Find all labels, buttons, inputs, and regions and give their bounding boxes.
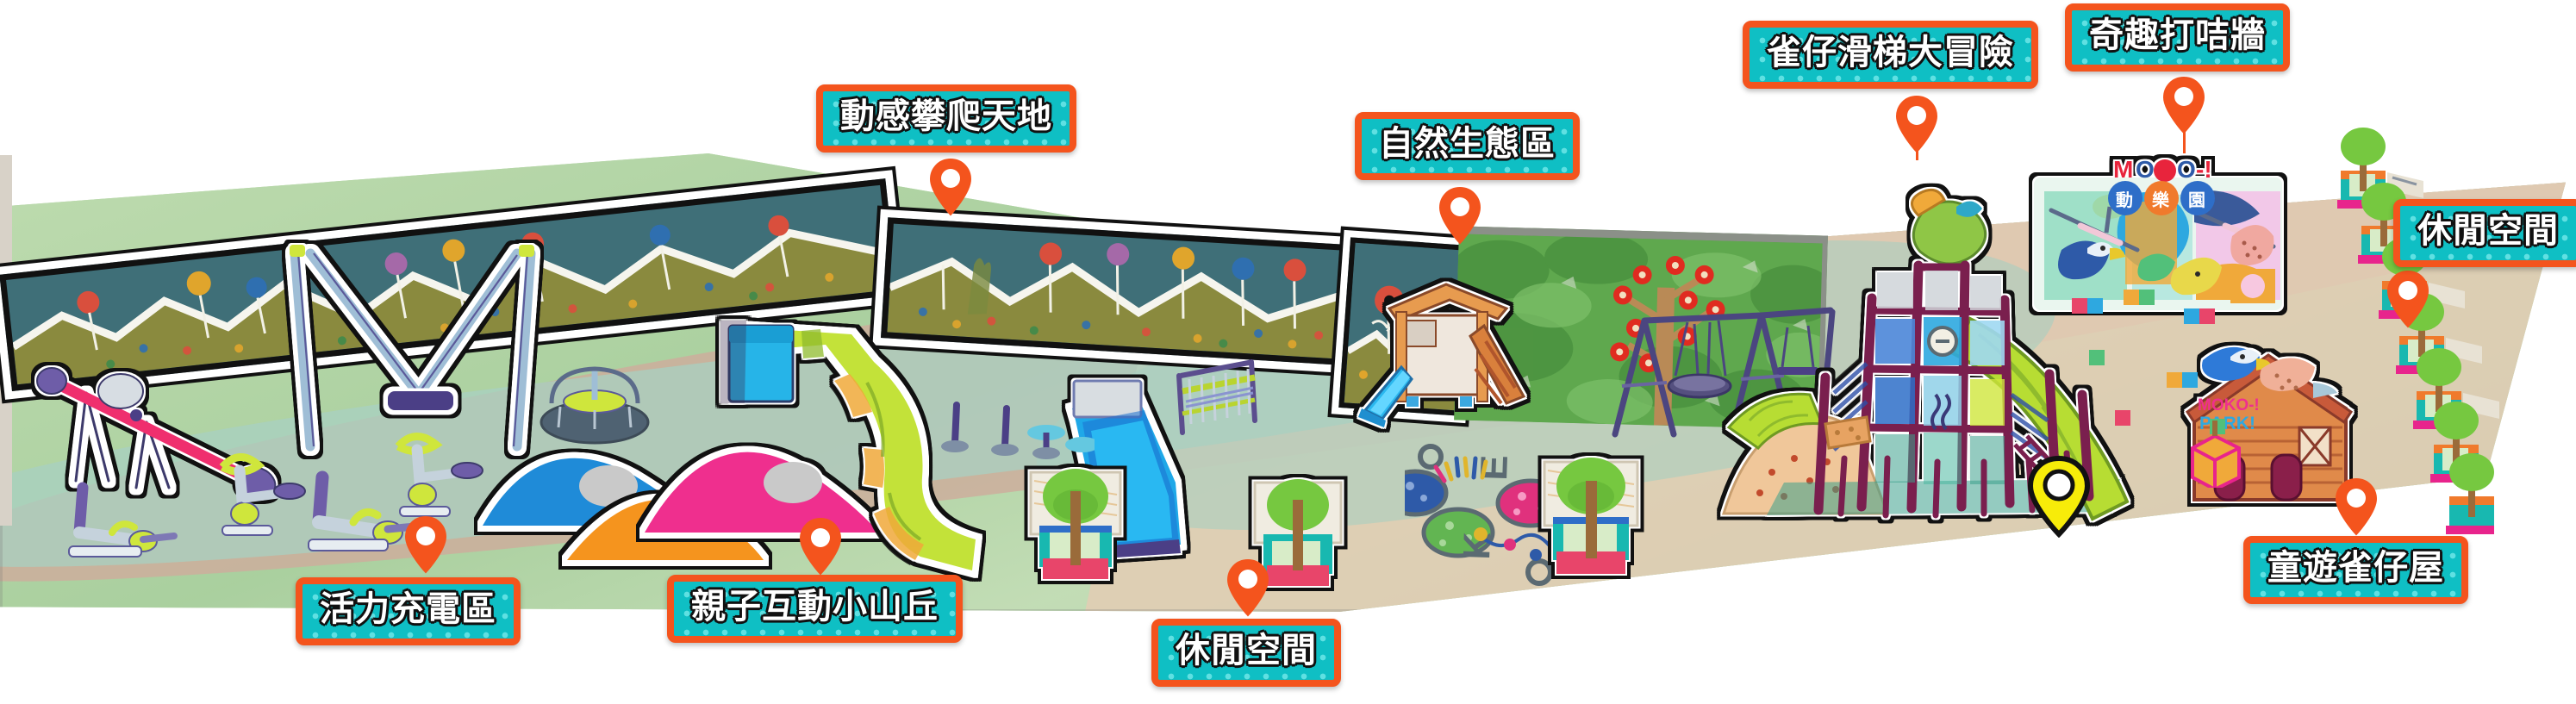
svg-text:-!: -! bbox=[2196, 156, 2212, 183]
exercise-bike-2 bbox=[191, 448, 321, 551]
map-label-hills[interactable]: 親子互動小山丘 bbox=[667, 575, 963, 643]
climbing-net-bridge bbox=[1169, 353, 1281, 450]
svg-text:O: O bbox=[2177, 156, 2196, 183]
map-label-text-checkin: 奇趣打咭牆 bbox=[2089, 16, 2266, 55]
map-label-nature[interactable]: 自然生態區 bbox=[1355, 112, 1580, 180]
birdhouse-sign-top: MOKO-! bbox=[2198, 396, 2260, 414]
merry-go-round bbox=[526, 353, 664, 448]
map-pin-hills[interactable] bbox=[798, 517, 843, 577]
tree-planter-row bbox=[2258, 128, 2517, 558]
map-pin-leisure_m[interactable] bbox=[1226, 558, 1270, 619]
exercise-bike-3 bbox=[298, 465, 445, 573]
map-label-slide[interactable]: 雀仔滑梯大冒險 bbox=[1743, 21, 2038, 89]
you-are-here-pin[interactable] bbox=[2027, 455, 2091, 538]
map-label-text-fitness: 活力充電區 bbox=[320, 589, 496, 629]
map-pin-slide[interactable] bbox=[1894, 95, 1939, 155]
map-label-text-leisure_m: 休閒空間 bbox=[1176, 631, 1317, 670]
checkin-wall: M O O -! 動 樂 園 bbox=[2030, 153, 2286, 314]
map-pin-leisure_r[interactable] bbox=[2386, 270, 2430, 330]
svg-text:E: E bbox=[1473, 454, 1516, 481]
m-frame-swing-sticker bbox=[259, 231, 552, 498]
checkin-brand-text: M bbox=[2113, 156, 2133, 183]
map-label-text-slide: 雀仔滑梯大冒險 bbox=[1767, 33, 2014, 72]
play-hill-pink bbox=[637, 410, 889, 538]
map-pin-checkin[interactable] bbox=[2161, 76, 2206, 136]
bench-tree-planter-2 bbox=[1537, 455, 1644, 583]
map-label-climb[interactable]: 動感攀爬天地 bbox=[816, 84, 1076, 153]
map-label-checkin[interactable]: 奇趣打咭牆 bbox=[2065, 3, 2290, 72]
exercise-bike-4 bbox=[372, 429, 502, 533]
map-label-leisure_r[interactable]: 休閒空間 bbox=[2393, 199, 2576, 267]
map-label-text-hills: 親子互動小山丘 bbox=[691, 587, 939, 626]
stepping-posts bbox=[939, 379, 1100, 483]
map-label-text-nature: 自然生態區 bbox=[1379, 124, 1556, 164]
svg-text:樂: 樂 bbox=[2152, 190, 2170, 210]
map-pin-fitness[interactable] bbox=[403, 515, 448, 576]
map-pin-climb[interactable] bbox=[928, 158, 973, 218]
bench-tree-planter-1 bbox=[1024, 465, 1127, 586]
wooden-play-tower bbox=[1355, 274, 1544, 429]
mural-wall-middle-art bbox=[887, 224, 1358, 360]
map-label-text-climb: 動感攀爬天地 bbox=[840, 97, 1052, 136]
scattered-cubes bbox=[2063, 290, 2253, 492]
nest-swing-set bbox=[1605, 296, 1837, 469]
map-label-fitness[interactable]: 活力充電區 bbox=[296, 577, 521, 645]
caterpillar-tunnel bbox=[720, 321, 996, 579]
map-label-text-house: 童遊雀仔屋 bbox=[2267, 548, 2444, 588]
bench-tree-planter-3 bbox=[1248, 476, 1348, 593]
svg-text:動: 動 bbox=[2116, 190, 2133, 210]
map-pin-nature[interactable] bbox=[1438, 186, 1482, 246]
svg-text:O: O bbox=[2136, 156, 2155, 183]
map-label-house[interactable]: 童遊雀仔屋 bbox=[2243, 536, 2468, 604]
map-label-leisure_m[interactable]: 休閒空間 bbox=[1151, 619, 1341, 687]
mural-wall-middle bbox=[881, 217, 1365, 366]
exercise-bike-1 bbox=[60, 479, 198, 574]
map-label-text-leisure_r: 休閒空間 bbox=[2417, 211, 2559, 251]
svg-text:園: 園 bbox=[2188, 190, 2205, 210]
map-pin-house[interactable] bbox=[2334, 477, 2379, 538]
